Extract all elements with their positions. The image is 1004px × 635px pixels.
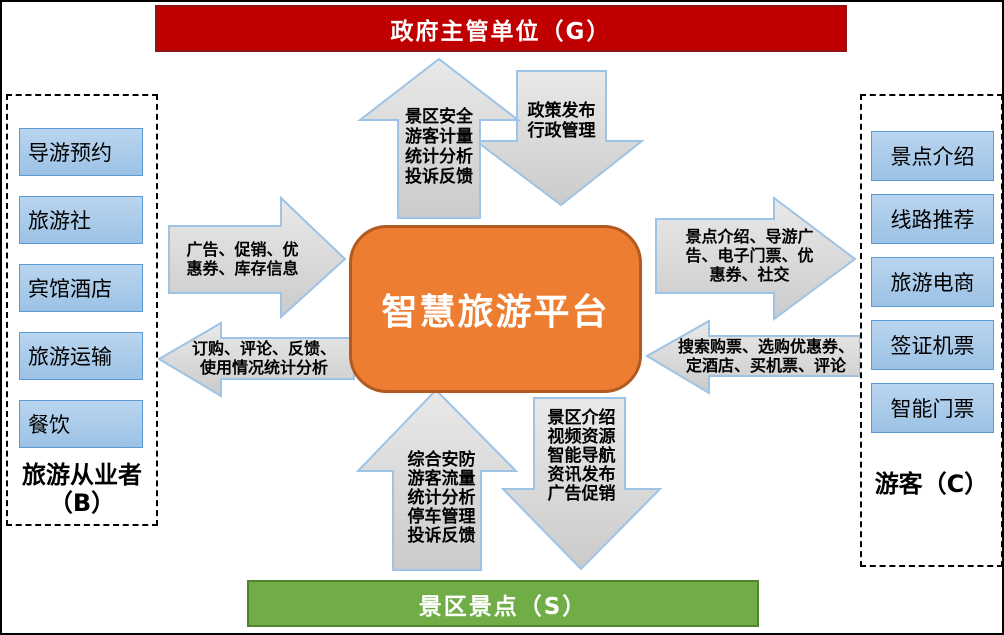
label-line: 景区介绍: [547, 408, 616, 428]
label-tourist-to-platform: 搜索购票、选购优惠券、 定酒店、买机票、评论: [667, 337, 865, 375]
label-line: 视频资源: [547, 427, 616, 447]
business-node-hotel: 宾馆酒店: [19, 264, 143, 312]
gov-banner: 政府主管单位（G）: [155, 5, 847, 52]
label-scenic-to-platform: 综合安防 游客流量 统计分析 停车管理 投诉反馈: [379, 451, 504, 546]
arrow-scenic-to-platform: [355, 388, 519, 571]
business-panel-title: 旅游从业者 （B）: [8, 461, 156, 517]
label-line: 景区安全: [405, 107, 473, 127]
arrow-platform-to-scenic: [500, 397, 663, 571]
label-line: 统计分析: [405, 147, 473, 167]
business-panel: 导游预约 旅游社 宾馆酒店 旅游运输 餐饮 旅游从业者 （B）: [6, 94, 158, 526]
label-line: 惠券、社交: [709, 265, 790, 284]
label-line: 广告促销: [547, 484, 616, 504]
tourist-panel-title: 游客（C）: [874, 470, 989, 498]
arrow-platform-to-tourist: [655, 195, 857, 321]
business-panel-title-line1: 旅游从业者: [22, 461, 142, 489]
label-line: 统计分析: [407, 488, 476, 508]
label-line: 订购、评论、反馈、: [191, 339, 336, 358]
business-node-catering: 餐饮: [19, 400, 143, 448]
label-line: 停车管理: [407, 507, 476, 527]
label-business-to-platform: 广告、促销、优 惠券、库存信息: [170, 240, 315, 278]
business-node-guide-booking: 导游预约: [19, 128, 143, 176]
arrow-gov-to-platform: [473, 70, 645, 207]
label-line: 游客流量: [407, 469, 476, 489]
business-node-transport: 旅游运输: [19, 332, 143, 380]
business-panel-title-line2: （B）: [48, 488, 116, 517]
label-line: 智能导航: [547, 446, 616, 466]
label-line: 投诉反馈: [407, 526, 476, 546]
label-gov-to-platform: 政策发布 行政管理: [499, 101, 624, 141]
platform-box: 智慧旅游平台: [349, 225, 642, 393]
tourist-node-tourism-ecommerce: 旅游电商: [871, 257, 994, 307]
label-line: 综合安防: [407, 450, 476, 470]
tourist-node-smart-ticket: 智能门票: [871, 383, 994, 433]
label-line: 行政管理: [527, 121, 596, 141]
tourist-panel: 景点介绍 线路推荐 旅游电商 签证机票 智能门票 游客（C）: [860, 94, 1002, 567]
label-line: 广告、促销、优: [186, 240, 299, 259]
tourist-node-attraction-intro: 景点介绍: [871, 131, 994, 181]
label-line: 搜索购票、选购优惠券、: [677, 337, 854, 356]
label-line: 资讯发布: [547, 465, 616, 485]
label-line: 告、电子门票、优: [685, 246, 814, 265]
scenic-banner: 景区景点（S）: [247, 580, 759, 627]
label-line: 定酒店、买机票、评论: [685, 356, 846, 375]
label-platform-to-tourist: 景点介绍、导游广 告、电子门票、优 惠券、社交: [662, 227, 837, 284]
arrow-platform-to-gov: [357, 57, 521, 219]
label-platform-to-scenic: 景区介绍 视频资源 智能导航 资讯发布 广告促销: [519, 409, 644, 504]
label-line: 政策发布: [527, 101, 596, 121]
tourist-node-route-recommend: 线路推荐: [871, 194, 994, 244]
label-line: 游客计量: [405, 127, 473, 147]
label-platform-to-gov: 景区安全 游客计量 统计分析 投诉反馈: [374, 107, 504, 187]
tourist-node-visa-flight-ticket: 签证机票: [871, 320, 994, 370]
label-line: 使用情况统计分析: [199, 358, 328, 377]
label-line: 景点介绍、导游广: [685, 227, 814, 246]
arrow-business-to-platform: [168, 195, 347, 320]
business-node-travel-agency: 旅游社: [19, 196, 143, 244]
label-platform-to-business: 订购、评论、反馈、 使用情况统计分析: [174, 339, 354, 377]
label-line: 投诉反馈: [405, 167, 473, 187]
label-line: 惠券、库存信息: [186, 259, 299, 278]
